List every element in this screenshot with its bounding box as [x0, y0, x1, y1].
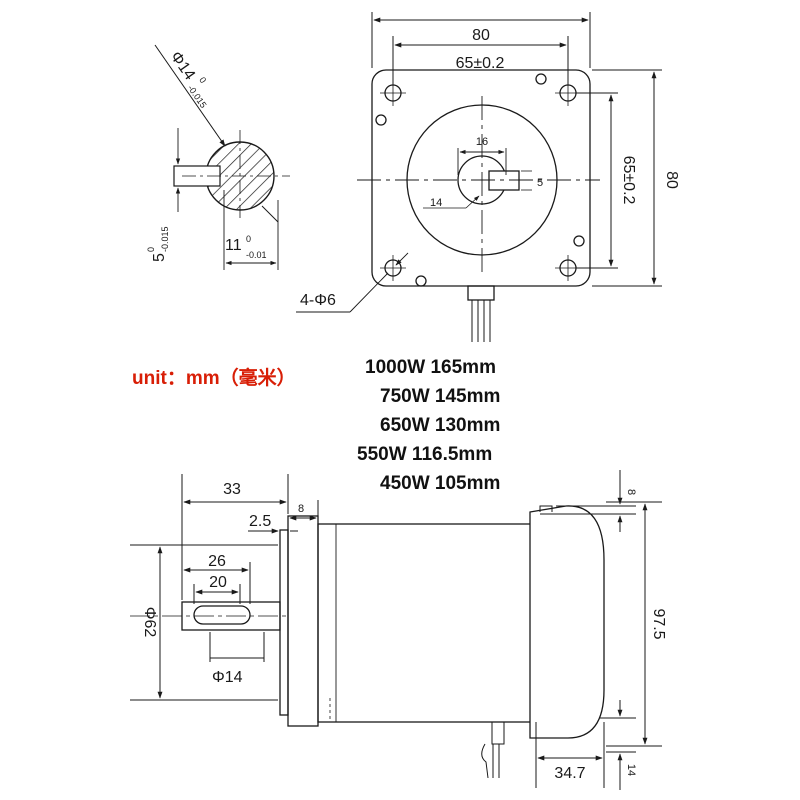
dim-shaft-label: 14: [430, 197, 442, 209]
shaft-diameter-tol-upper: 0: [197, 75, 208, 85]
key-width-label: 5: [151, 253, 168, 262]
dim-cover-offset: 8: [625, 489, 637, 495]
dim-height-label: 80: [663, 171, 680, 189]
spec-row: 450W 105mm: [380, 473, 500, 494]
dim-bolt-h: [392, 36, 569, 85]
key-depth-label: 11: [225, 237, 242, 254]
spec-row: 550W 116.5mm: [357, 444, 492, 465]
shaft-diameter-label: Φ14: [167, 49, 199, 84]
dim-bore-label: 16: [476, 136, 488, 148]
dim-bolt-h-label: 65±0.2: [456, 55, 505, 72]
dim-pilot-height: 2.5: [249, 513, 271, 530]
key-depth-tol-lower: -0.01: [246, 250, 267, 260]
shaft-key: [488, 170, 520, 191]
unit-note: unit：mm（毫米）: [132, 366, 296, 389]
dim-width-80: [371, 12, 591, 68]
dim-width-label: 80: [472, 27, 490, 44]
dim-cover-depth: 34.7: [554, 765, 585, 782]
shaft-section: [154, 44, 290, 270]
dim-height-80: [592, 69, 662, 287]
dim-shaft-length: 33: [223, 481, 241, 498]
dim-bolt-v: [576, 92, 618, 269]
side-key-slot: [193, 605, 251, 625]
spec-row: 650W 130mm: [380, 415, 500, 436]
dim-key-slot-length: 26: [208, 553, 226, 570]
key-width-tol-upper: 0: [146, 247, 156, 252]
key-width-tol-lower: -0.015: [160, 226, 170, 252]
spec-row: 1000W 165mm: [365, 357, 496, 378]
dim-flange-thickness: 8: [298, 503, 304, 515]
dim-body-height: 97.5: [650, 608, 667, 639]
dim-key-length: 20: [209, 574, 227, 591]
dim-key-label: 5: [537, 177, 543, 189]
dim-bottom-offset: 14: [625, 764, 637, 776]
flange-view: [357, 69, 600, 342]
spec-row: 750W 145mm: [380, 386, 500, 407]
side-view: [130, 505, 605, 779]
mount-hole-bl: [380, 255, 406, 281]
spec-list: 1000W 165mm 750W 145mm 650W 130mm 550W 1…: [357, 357, 500, 494]
dim-shaft-diameter: Φ14: [212, 669, 243, 686]
dim-bolt-v-label: 65±0.2: [620, 156, 637, 205]
dim-pilot-diameter: Φ62: [141, 607, 158, 638]
key-depth-tol-upper: 0: [246, 234, 251, 244]
mount-holes-label: 4-Φ6: [300, 292, 336, 309]
